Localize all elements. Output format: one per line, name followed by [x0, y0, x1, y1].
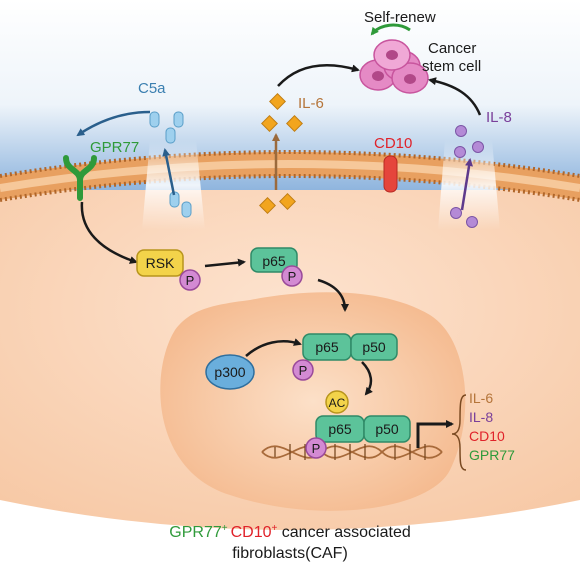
il6-label: IL-6 — [298, 95, 324, 112]
p300-protein — [205, 354, 255, 390]
p65-dna-phospho-label: P — [312, 441, 321, 456]
il8-label: IL-8 — [486, 109, 512, 126]
rsk-phospho-label: P — [186, 273, 195, 288]
il8-molecules — [450, 125, 484, 228]
il8-to-stem-arrow — [428, 77, 482, 116]
caption-gpr77-sup: + — [222, 523, 228, 534]
p65-nuclear-phospho — [292, 359, 314, 381]
p300-label: p300 — [214, 364, 245, 380]
self-renew-label: Self-renew — [364, 9, 436, 26]
p50-nuclear-label: p50 — [362, 339, 386, 355]
c5a-molecules — [149, 111, 192, 218]
p65-cytoplasm-label: p65 — [262, 253, 286, 269]
caption-rest: cancer associated — [277, 524, 410, 541]
rsk-label: RSK — [146, 255, 175, 271]
caption-cd10-sup: + — [271, 523, 277, 534]
il6-to-stem-arrow — [277, 64, 360, 87]
p300-to-complex-arrow — [245, 338, 302, 357]
gene-target-il-8: IL-8 — [469, 409, 493, 425]
gene-target-gpr77: GPR77 — [469, 447, 515, 463]
complex-acetylation-arrow — [361, 361, 373, 396]
p50-dna-bound-label: p50 — [375, 421, 399, 437]
nucleus — [160, 292, 466, 511]
caption-line1: GPR77+CD10+ cancer associated — [169, 523, 410, 541]
rsk-to-p65-arrow — [204, 258, 246, 268]
c5a-internalization-arrow — [162, 148, 176, 196]
p65-nuclear-label: p65 — [315, 339, 339, 355]
rsk-protein — [136, 249, 184, 277]
c5a-to-gpr77-arrow — [76, 110, 151, 137]
p50-nuclear — [350, 333, 398, 361]
caption-cd10: CD10 — [231, 524, 272, 541]
p65-cytoplasm-phospho-label: P — [288, 269, 297, 284]
c5a-channel-glow — [142, 140, 205, 230]
il8-secretion-arrow — [460, 158, 474, 211]
p65-cytoplasm — [250, 247, 298, 273]
gene-target-il-6: IL-6 — [469, 390, 493, 406]
p65-cytoplasm-phospho — [281, 265, 303, 287]
cancer-label: Cancer — [428, 40, 476, 57]
acetyl-group — [325, 390, 349, 414]
p50-dna-bound — [363, 415, 411, 443]
caption-line2: fibroblasts(CAF) — [232, 545, 348, 562]
il8-channel-glow — [438, 140, 500, 230]
gene-targets-bracket — [451, 394, 467, 471]
p65-dna-bound-label: p65 — [328, 421, 352, 437]
rsk-phospho — [179, 269, 201, 291]
p65-nuclear-phospho-label: P — [299, 363, 308, 378]
acetyl-group-label: AC — [329, 396, 346, 410]
stem-cell-label: stem cell — [422, 58, 481, 75]
gpr77-label: GPR77 — [90, 139, 139, 156]
dna-helix — [261, 444, 443, 460]
il6-molecules — [259, 93, 303, 214]
transcription-arrow — [416, 420, 454, 448]
self-renew-arrow — [370, 23, 411, 36]
cancer-stem-cell-cluster — [359, 39, 429, 94]
gene-target-cd10: CD10 — [469, 428, 505, 444]
caption-gpr77: GPR77 — [169, 524, 222, 541]
gpr77-to-rsk-arrow — [80, 201, 138, 264]
cd10-label: CD10 — [374, 135, 412, 152]
p65-nuclear-translocation-arrow — [317, 278, 349, 312]
cd10-protein — [383, 155, 398, 193]
c5a-label: C5a — [138, 80, 166, 97]
p65-dna-phospho — [305, 437, 327, 459]
gpr77-receptor — [63, 155, 97, 201]
